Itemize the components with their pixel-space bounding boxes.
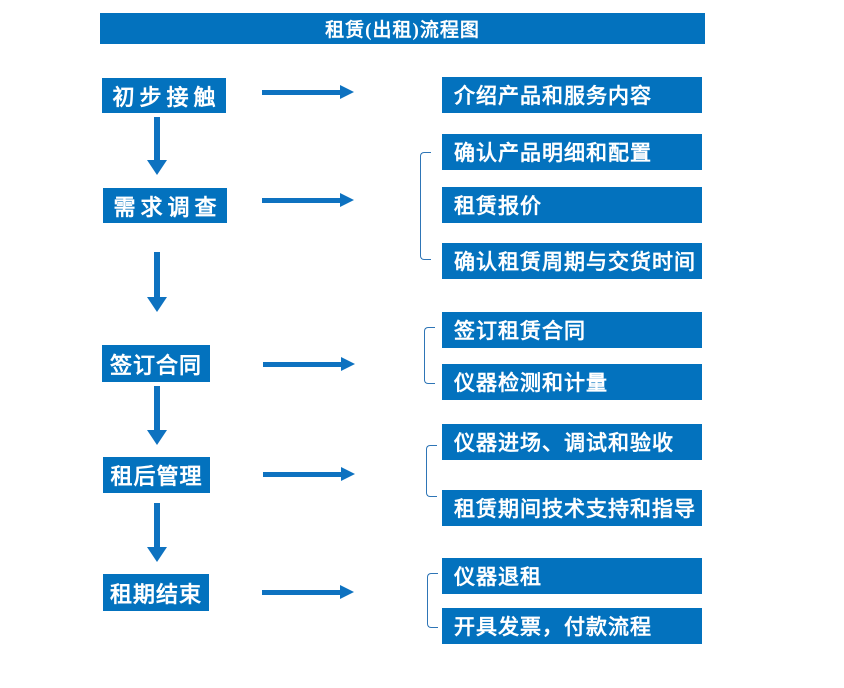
arrow-shaft	[263, 361, 342, 367]
detail-box-instrument-return: 仪器退租	[442, 558, 702, 594]
arrow-head-right-icon	[340, 85, 354, 99]
arrow-head-right-icon	[341, 467, 355, 481]
arrow-down-1	[147, 117, 167, 175]
arrow-shaft	[263, 471, 342, 477]
arrow-head-down-icon	[147, 547, 167, 562]
group-bracket-demand-survey	[420, 152, 431, 260]
detail-box-confirm-period-delivery: 确认租赁周期与交货时间	[442, 243, 702, 279]
arrow-shaft	[154, 503, 160, 548]
stage-box-rental-end: 租期结束	[103, 574, 209, 611]
detail-box-instrument-testing: 仪器检测和计量	[442, 364, 702, 400]
stage-box-sign-contract: 签订合同	[102, 345, 210, 382]
arrow-shaft	[154, 117, 160, 161]
arrow-right-1	[262, 85, 354, 99]
group-bracket-post-rental-management	[426, 445, 437, 497]
arrow-right-2	[262, 193, 354, 207]
stage-box-demand-survey: 需求调查	[103, 188, 227, 223]
arrow-head-right-icon	[340, 585, 354, 599]
arrow-right-5	[262, 585, 354, 599]
arrow-head-right-icon	[341, 357, 355, 371]
detail-box-invoice-payment: 开具发票，付款流程	[442, 608, 702, 644]
arrow-head-down-icon	[147, 160, 167, 175]
arrow-down-2	[147, 252, 167, 312]
detail-box-confirm-product-config: 确认产品明细和配置	[442, 134, 702, 170]
arrow-head-down-icon	[147, 297, 167, 312]
diagram-title: 租赁(出租)流程图	[100, 13, 705, 44]
stage-box-initial-contact: 初步接触	[102, 78, 226, 113]
stage-box-post-rental-management: 租后管理	[103, 457, 210, 493]
arrow-down-3	[147, 386, 167, 445]
group-bracket-sign-contract	[424, 327, 435, 384]
arrow-shaft	[262, 89, 341, 95]
detail-box-rental-quote: 租赁报价	[442, 187, 702, 223]
detail-box-introduce-products: 介绍产品和服务内容	[442, 77, 702, 113]
detail-box-sign-rental-contract: 签订租赁合同	[442, 312, 702, 348]
arrow-down-4	[147, 503, 167, 562]
arrow-right-4	[263, 467, 355, 481]
arrow-head-down-icon	[147, 430, 167, 445]
detail-box-tech-support: 租赁期间技术支持和指导	[442, 490, 702, 526]
arrow-right-3	[263, 357, 355, 371]
detail-box-instrument-setup-acceptance: 仪器进场、调试和验收	[442, 424, 702, 460]
arrow-head-right-icon	[340, 193, 354, 207]
group-bracket-rental-end	[427, 573, 438, 628]
arrow-shaft	[154, 252, 160, 298]
arrow-shaft	[154, 386, 160, 431]
arrow-shaft	[262, 197, 341, 203]
arrow-shaft	[262, 589, 341, 595]
